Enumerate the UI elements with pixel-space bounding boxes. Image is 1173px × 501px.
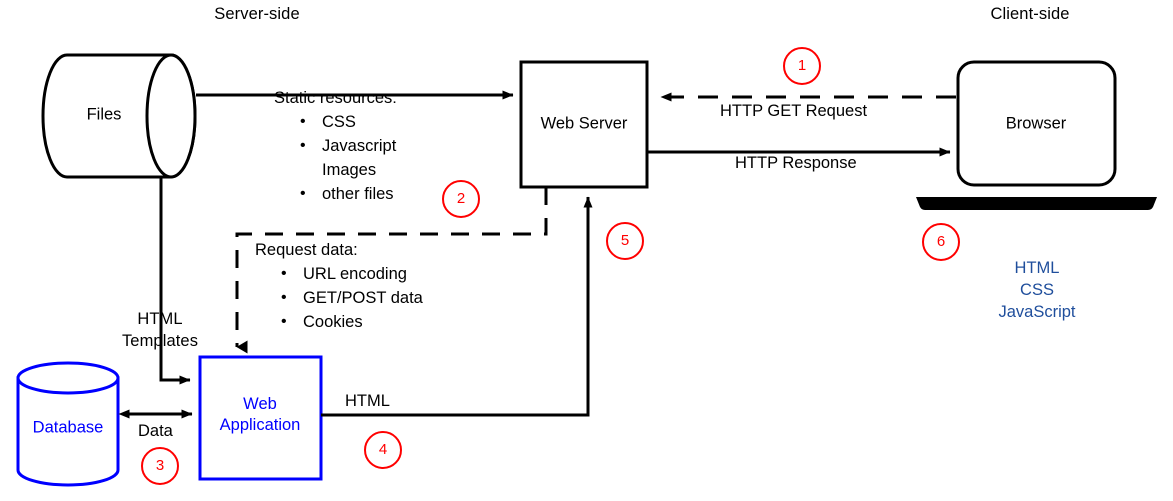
client-side-stack-labels: HTML CSS JavaScript [998,257,1075,323]
static-resources-item-javascript: Javascript [300,134,397,158]
html-label: HTML [345,392,390,410]
data-label: Data [138,422,173,440]
database-node-label[interactable]: Database [32,418,104,437]
client-stack-css: CSS [1020,281,1054,299]
html-templates-line2: Templates [121,332,199,350]
html-templates-label: HTML Templates [122,308,198,352]
client-stack-html: HTML [1014,259,1060,277]
client-side-title: Client-side [990,5,1070,23]
request-data-item-url-encoding: URL encoding [281,262,423,286]
html-templates-line1: HTML [137,310,183,328]
step-badge-2[interactable]: 2 [442,180,480,218]
static-resources-item-css: CSS [300,110,397,134]
request-data-annotation: Request data: URL encoding GET/POST data… [255,238,423,334]
step-badge-5[interactable]: 5 [606,222,644,260]
request-data-header: Request data: [255,241,358,259]
web-server-node-label[interactable]: Web Server [540,114,628,133]
web-application-node-label[interactable]: Web Application [220,394,301,436]
web-application-label-line1: Web [243,395,277,413]
web-application-label-line2: Application [219,416,301,434]
step-badge-6[interactable]: 6 [922,223,960,261]
request-data-list: URL encoding GET/POST data Cookies [255,262,423,334]
server-side-title: Server-side [214,5,300,23]
step-badge-4[interactable]: 4 [364,431,402,469]
static-resources-item-other-files: other files [300,182,397,206]
step-badge-1[interactable]: 1 [783,47,821,85]
request-data-item-get-post-data: GET/POST data [281,286,423,310]
http-response-label: HTTP Response [735,154,857,172]
files-node-label[interactable]: Files [86,105,122,124]
browser-node-label[interactable]: Browser [1005,114,1067,133]
client-stack-javascript: JavaScript [998,303,1076,321]
static-resources-header: Static resources: [274,89,397,107]
static-resources-item-images: Images [322,161,377,179]
step-badge-3[interactable]: 3 [141,447,179,485]
laptop-base-shape [916,197,1157,210]
request-data-item-cookies: Cookies [281,310,423,334]
static-resources-annotation: Static resources: CSS Javascript Images … [274,86,397,206]
static-resources-list: CSS Javascript Images other files [274,110,397,206]
http-get-request-label: HTTP GET Request [720,102,868,120]
